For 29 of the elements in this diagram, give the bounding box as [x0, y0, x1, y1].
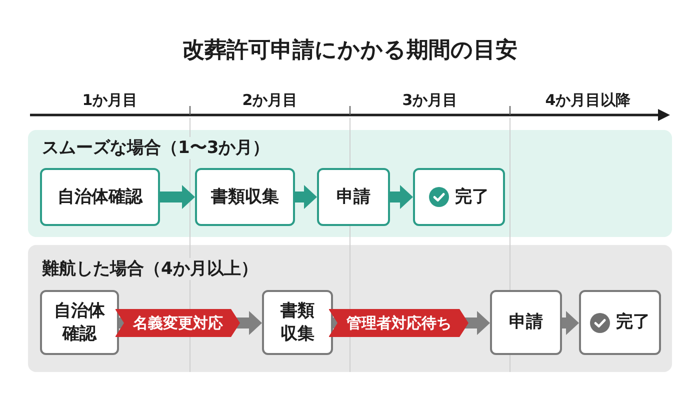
step-box [40, 290, 119, 355]
step-box [413, 168, 505, 226]
step-label: 書類収集 [211, 186, 279, 208]
step-box [490, 290, 562, 355]
step-label: 自治体確認 [58, 186, 142, 208]
step-box [579, 290, 661, 355]
step-box [40, 168, 160, 226]
step-label: 書類収集 [280, 300, 316, 346]
step-box [317, 168, 390, 226]
month-label: 1か月目 [82, 91, 138, 110]
step-label: 申請 [336, 186, 370, 208]
arrow [390, 185, 413, 209]
arrow [295, 185, 317, 209]
month-label: 3か月目 [402, 91, 458, 110]
arrow [160, 185, 195, 209]
step-box [195, 168, 295, 226]
step-label: 申請 [509, 311, 543, 334]
step-label: 自治体確認 [53, 300, 106, 346]
edge-label: 管理者対応待ち [328, 309, 468, 337]
swimlane [28, 245, 672, 372]
month-label: 2か月目 [242, 91, 298, 110]
step-label: 完了 [616, 311, 650, 334]
arrow [562, 311, 579, 335]
step-box [262, 290, 333, 355]
swimlane [28, 130, 672, 237]
step-label: 完了 [455, 186, 489, 208]
diagram-title: 改葬許可申請にかかる期間の目安 [182, 37, 518, 65]
edge-label: 名義変更対応 [115, 309, 240, 337]
month-label: 4か月目以降 [545, 91, 631, 110]
